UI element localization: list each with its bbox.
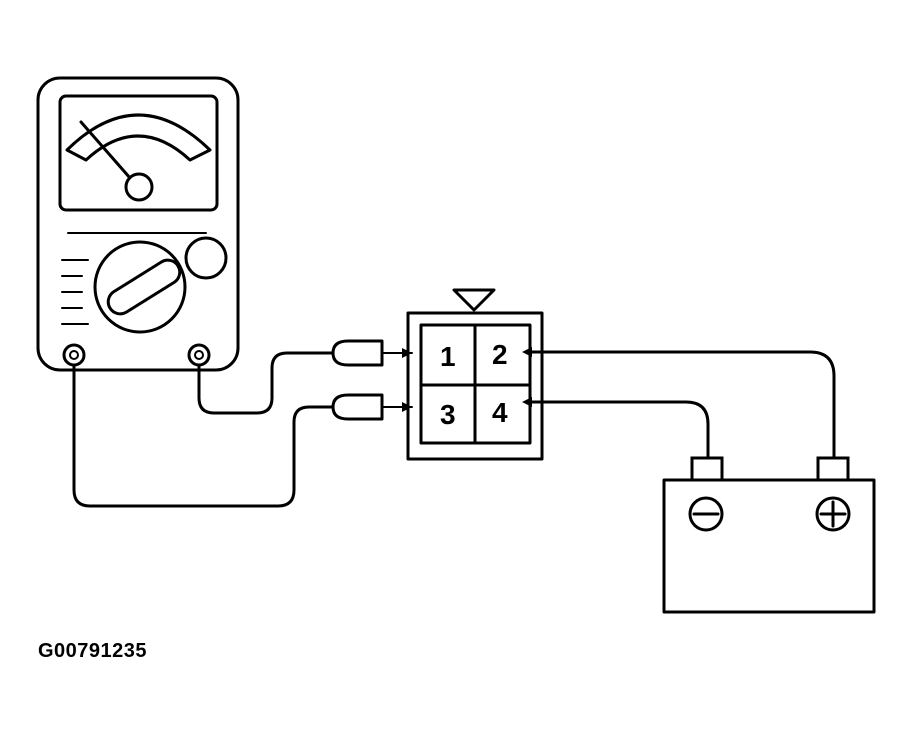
test-lead-left <box>72 363 335 508</box>
pin-4-label: 4 <box>492 397 508 428</box>
zero-adjust-knob <box>184 236 228 280</box>
battery-terminal-positive <box>816 456 850 482</box>
pin-2-label: 2 <box>492 339 508 370</box>
meter-jack-left <box>62 343 86 367</box>
positive-symbol-icon <box>815 496 851 532</box>
jumper-wire-positive <box>522 347 836 460</box>
ohmmeter-icon <box>36 76 240 372</box>
battery-icon <box>662 456 876 614</box>
probe-tip-upper <box>331 339 413 367</box>
jumper-wire-negative <box>522 397 710 460</box>
connector-housing <box>406 311 544 461</box>
meter-scale <box>65 113 212 162</box>
meter-display <box>58 94 219 212</box>
meter-needle-pivot <box>124 172 154 202</box>
battery-terminal-negative <box>690 456 724 482</box>
connector-lock-tab <box>452 288 496 312</box>
range-selector-pointer <box>106 258 182 316</box>
meter-jack-right <box>187 343 211 367</box>
connector-icon: 1 2 3 4 <box>406 288 544 461</box>
test-lead-right <box>197 351 335 415</box>
probe-tip-lower <box>331 393 413 421</box>
negative-symbol-icon <box>688 496 724 532</box>
pin-1-label: 1 <box>440 341 456 372</box>
meter-range-ticks <box>61 259 89 325</box>
range-selector-knob <box>93 240 187 334</box>
figure-id-label: G00791235 <box>38 640 148 662</box>
battery-case <box>662 478 876 614</box>
pin-3-label: 3 <box>440 399 456 430</box>
meter-body <box>36 76 240 372</box>
meter-needle <box>79 120 132 180</box>
